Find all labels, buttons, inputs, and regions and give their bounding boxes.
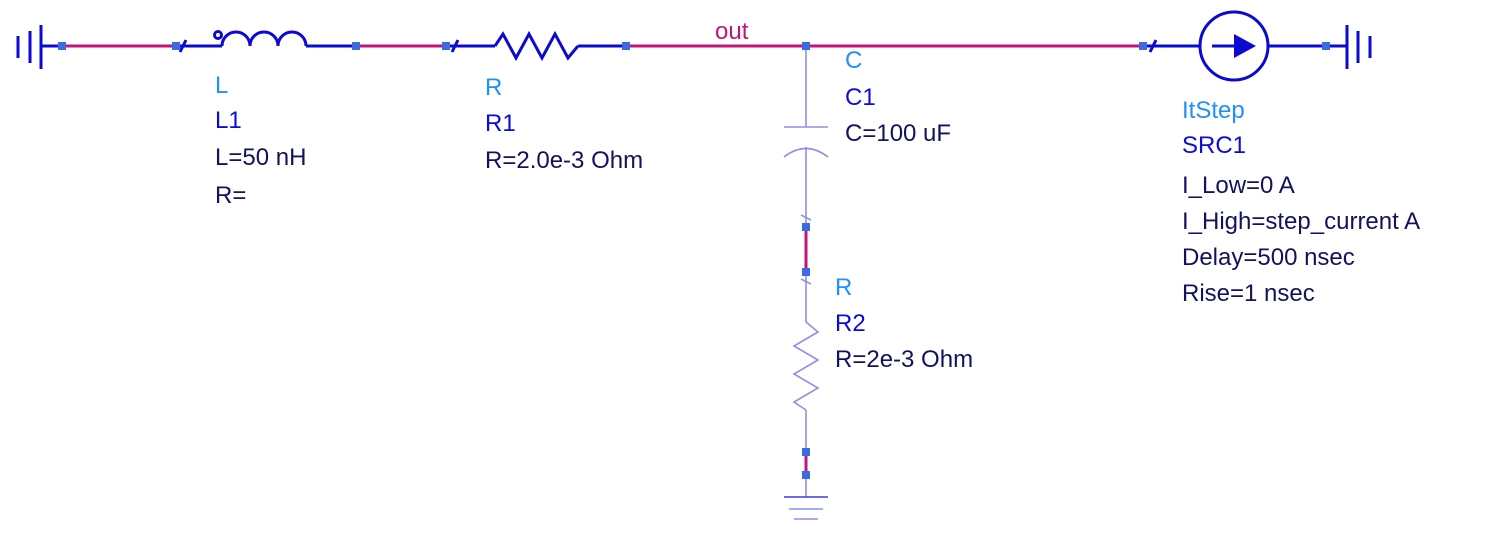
wires [62, 44, 1143, 475]
component-type: R [835, 274, 853, 301]
pin[interactable] [1139, 42, 1147, 50]
inductor-icon[interactable] [176, 30, 356, 53]
component-param: L=50 nH [215, 144, 307, 171]
component-instance: R2 [835, 310, 866, 337]
pin[interactable] [802, 268, 810, 276]
component-type: ItStep [1182, 97, 1245, 124]
pin[interactable] [442, 42, 450, 50]
component-type: L [215, 72, 229, 99]
ground-icon-right[interactable] [1326, 25, 1372, 69]
pin[interactable] [802, 42, 810, 50]
resistor-icon[interactable] [446, 30, 626, 62]
pin[interactable] [1322, 42, 1330, 50]
component-param: R=2.0e-3 Ohm [485, 147, 644, 174]
component-param: I_Low=0 A [1182, 172, 1295, 199]
component-param: R= [215, 182, 247, 209]
component-instance: SRC1 [1182, 132, 1247, 159]
pin[interactable] [622, 42, 630, 50]
component-param: Rise=1 nsec [1182, 280, 1315, 307]
pin[interactable] [802, 471, 810, 479]
component-instance: C1 [845, 84, 876, 111]
pins [58, 42, 1330, 479]
pin[interactable] [802, 223, 810, 231]
ground-icon-bottom[interactable] [784, 475, 828, 520]
component-instance: R1 [485, 110, 516, 137]
current-source-icon[interactable] [1143, 10, 1326, 82]
pin[interactable] [802, 448, 810, 456]
component-param: R=2e-3 Ohm [835, 346, 974, 373]
component-param: Delay=500 nsec [1182, 244, 1355, 271]
component-instance: L1 [215, 107, 242, 134]
pin[interactable] [352, 42, 360, 50]
component-param: C=100 uF [845, 120, 952, 147]
pin[interactable] [172, 42, 180, 50]
ground-icon-left[interactable] [16, 25, 62, 69]
pin[interactable] [58, 42, 66, 50]
capacitor-icon[interactable] [783, 46, 829, 227]
component-type: C [845, 47, 863, 74]
component-param: I_High=step_current A [1182, 208, 1421, 235]
resistor-icon-vertical[interactable] [792, 272, 820, 452]
component-type: R [485, 74, 503, 101]
net-label-out[interactable]: out [715, 18, 749, 45]
